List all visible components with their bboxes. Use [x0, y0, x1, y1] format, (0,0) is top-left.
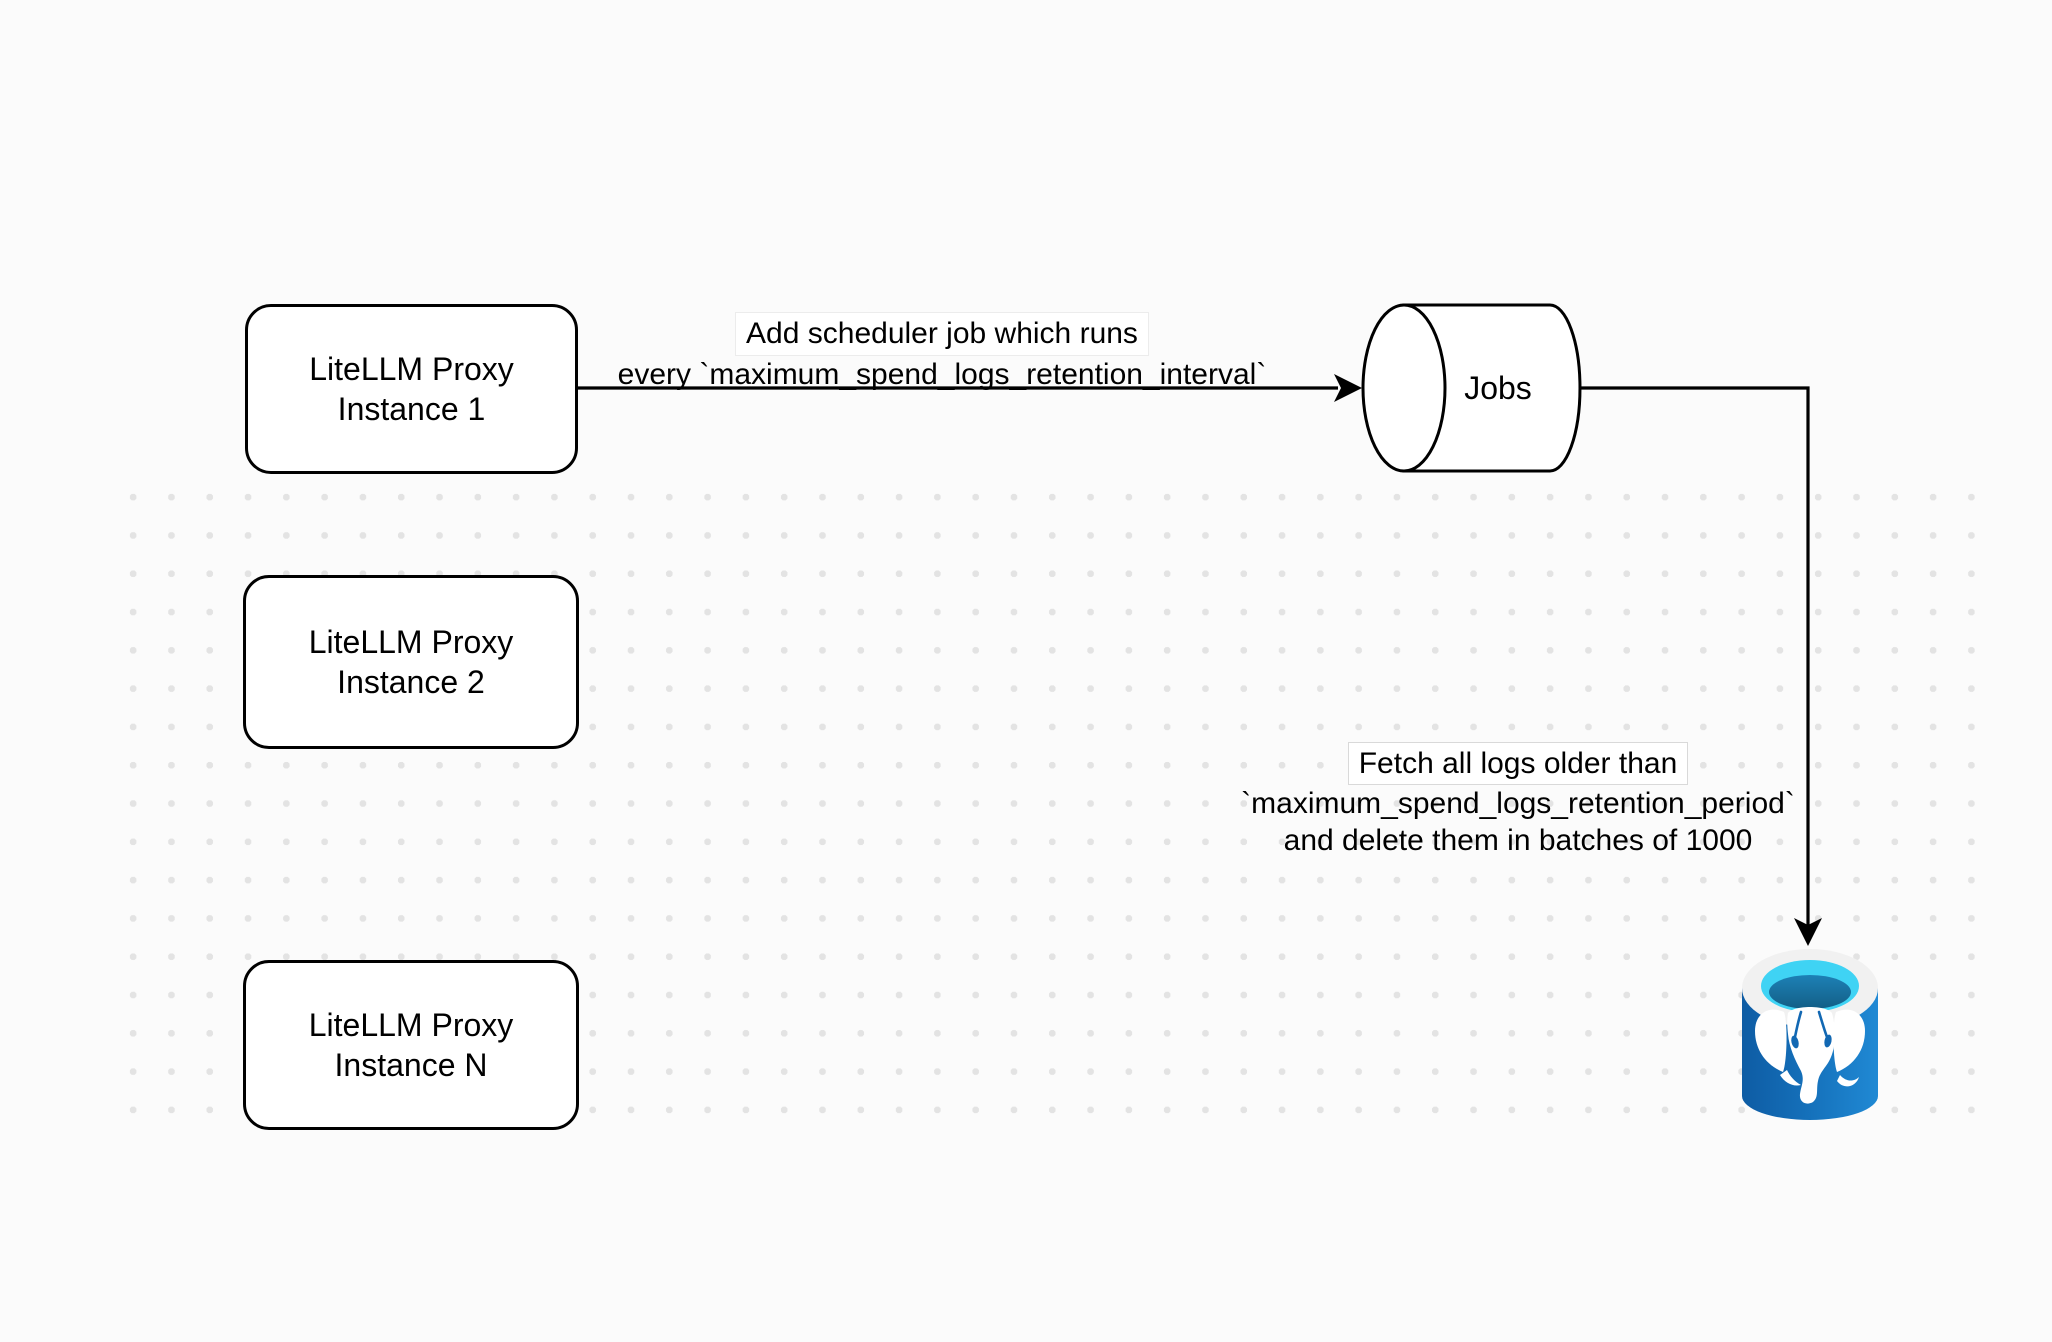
node-litellm-proxy-instance-n: LiteLLM Proxy Instance N	[243, 960, 579, 1130]
edge-jobs-to-postgres-arrowhead-icon	[1794, 918, 1822, 946]
node-label-line: LiteLLM Proxy	[308, 1007, 514, 1043]
node-litellm-proxy-instance-2: LiteLLM Proxy Instance 2	[243, 575, 579, 749]
edge-label-line: Add scheduler job which runs	[735, 312, 1149, 356]
edge-label-line: Fetch all logs older than	[1347, 742, 1689, 785]
jobs-cylinder-shape	[1361, 303, 1582, 473]
edge-label-line: `maximum_spend_logs_retention_period`	[1241, 787, 1795, 820]
node-label-line: Instance 1	[337, 391, 486, 427]
node-litellm-proxy-instance-1: LiteLLM Proxy Instance 1	[245, 304, 578, 474]
edge-label-fetch-delete-logs: Fetch all logs older than `maximum_spend…	[1218, 742, 1818, 859]
postgresql-database-icon	[1742, 949, 1878, 1120]
edge-proxy-to-jobs-arrowhead-icon	[1334, 374, 1362, 402]
node-label-line: Instance N	[334, 1047, 488, 1083]
edge-label-scheduler-job: Add scheduler job which runs every `maxi…	[442, 312, 1442, 394]
edge-jobs-to-postgres-line	[1580, 386, 1810, 925]
node-jobs-label: Jobs	[1464, 370, 1532, 406]
edge-label-line: and delete them in batches of 1000	[1283, 824, 1753, 857]
node-label-line: LiteLLM Proxy	[308, 624, 514, 660]
node-label-line: Instance 2	[337, 664, 485, 700]
postgres-elephant-icon	[1755, 1007, 1865, 1104]
node-label-line: LiteLLM Proxy	[309, 351, 514, 387]
edge-label-line: every `maximum_spend_logs_retention_inte…	[617, 358, 1267, 391]
